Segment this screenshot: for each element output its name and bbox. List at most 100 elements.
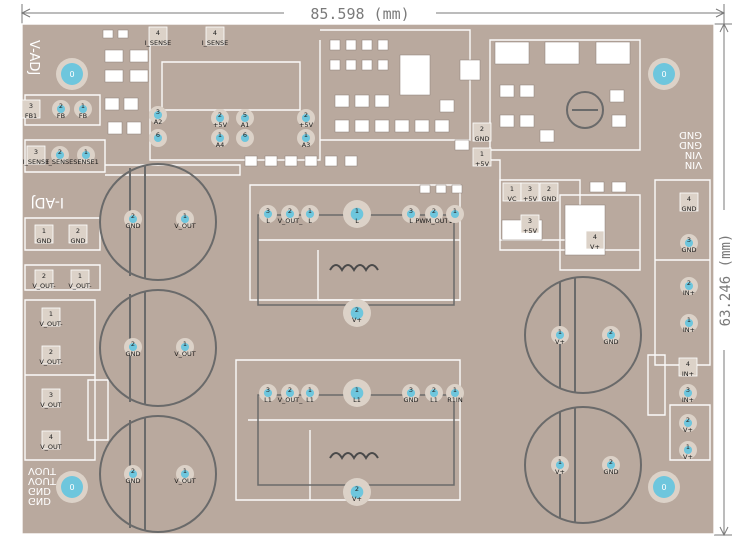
mount-hole-top-right: 0 — [648, 58, 680, 90]
pcb-pad: 1L — [301, 205, 319, 225]
pad-shape — [41, 345, 61, 365]
pad-number: 3 — [34, 148, 38, 156]
pcb-pad: 5A1 — [236, 109, 254, 129]
pcb-pad: 1A3 — [297, 129, 315, 149]
pad-drill — [153, 110, 163, 120]
pad-drill — [684, 238, 694, 248]
pad-shape — [41, 388, 61, 408]
pad-number: 2 — [609, 458, 613, 466]
svg-text:0: 0 — [69, 70, 74, 79]
pad-number: 5 — [243, 111, 247, 119]
pad-number: 1 — [218, 131, 222, 139]
pad-number: 1 — [687, 316, 691, 324]
pcb-pad: 2I_SENSE — [47, 146, 74, 166]
pad-shape — [34, 269, 54, 289]
pad-shape — [472, 122, 492, 142]
v-adj-label: V-ADJ — [26, 40, 41, 75]
pad-label: GND — [404, 396, 419, 404]
pad-label: +5V — [523, 195, 538, 203]
pad-number: 2 — [131, 212, 135, 220]
pad-number: 1 — [558, 458, 562, 466]
pad-number: 1 — [453, 207, 457, 215]
pad-drill — [81, 150, 91, 160]
pad-drill — [263, 388, 273, 398]
pad-drill — [429, 388, 439, 398]
pcb-pad: 2V_OUT- — [39, 345, 63, 366]
pad-number: 6 — [243, 131, 247, 139]
pad-drill — [684, 281, 694, 291]
pad-number: 2 — [547, 185, 551, 193]
pad-label: V_OUT_ — [278, 396, 304, 404]
trim-pot — [566, 91, 604, 129]
gnd-label-2: GND — [28, 495, 51, 506]
pad-label: +5V — [523, 227, 538, 235]
pad-label: V_OUT- — [32, 282, 56, 290]
pad-label: I_SENSE — [23, 158, 50, 166]
pad-label: V+ — [683, 426, 693, 434]
width-dimension-bg — [284, 3, 436, 23]
pad-number: 3 — [686, 386, 690, 394]
pad-shape — [68, 224, 88, 244]
pad-drill — [555, 460, 565, 470]
pad-number: 1 — [510, 185, 514, 193]
pad-label: L1 — [306, 396, 314, 404]
pad-number: 3 — [156, 108, 160, 116]
pcb-pad: 4IN+ — [678, 357, 698, 378]
pad-label: IN+ — [683, 326, 695, 334]
pcb-pad: 2+5V — [211, 109, 229, 129]
pad-label: V_OUT — [40, 401, 62, 409]
pad-label: IN+ — [682, 396, 694, 404]
pcb-pad: 1 — [446, 205, 464, 223]
pad-label: FB1 — [25, 112, 37, 120]
pad-number: 2 — [355, 485, 359, 493]
pad-label: L1 — [264, 396, 272, 404]
pad-number: 2 — [218, 111, 222, 119]
pad-drill — [450, 209, 460, 219]
pad-layer: 3FB12FB1FB3I_SENSE2I_SENSE1SENSE14I_SENS… — [21, 26, 699, 506]
pcb-pad: 3L1 — [259, 384, 277, 404]
pcb-pad: 1V_OUT — [174, 338, 196, 358]
pad-label: GND — [71, 237, 86, 245]
pcb-pad: 2V+ — [679, 414, 697, 434]
pad-label: I_SENSE — [47, 158, 74, 166]
pad-number: 3 — [266, 386, 270, 394]
pad-label: L — [409, 217, 413, 225]
pad-shape — [41, 430, 61, 450]
pad-number: 2 — [304, 111, 308, 119]
pcb-pad: 3L — [402, 205, 420, 225]
pad-number: 1 — [183, 340, 187, 348]
pad-shape — [148, 26, 168, 46]
pad-label: V_OUT- — [68, 282, 92, 290]
pad-number: 2 — [480, 125, 484, 133]
pad-drill — [606, 330, 616, 340]
pad-drill — [305, 388, 315, 398]
pad-number: 6 — [156, 131, 160, 139]
pcb-pad: 3+5V — [520, 182, 540, 203]
pad-number: 3 — [528, 217, 532, 225]
pad-label: A4 — [216, 141, 225, 149]
pcb-pad: 3V_OUT — [40, 388, 62, 409]
pcb-pad: 4V_OUT — [40, 430, 62, 451]
pad-label: V_OUT_ — [278, 217, 304, 225]
mount-hole-group: 0 0 0 0 — [56, 58, 680, 503]
pad-shape — [34, 224, 54, 244]
pcb-pad: 2L1 — [425, 384, 443, 404]
capacitor-c3 — [99, 415, 217, 533]
pad-label: SENSE1 — [73, 158, 98, 166]
pad-label: GND — [542, 195, 557, 203]
pcb-pad: 1VC — [502, 182, 522, 203]
pad-number: 2 — [58, 148, 62, 156]
pad-label: GND — [37, 237, 52, 245]
pad-drill — [350, 485, 364, 499]
pad-label: GND — [126, 477, 141, 485]
pad-label: +5V — [213, 121, 228, 129]
pad-label: L1 — [430, 396, 438, 404]
pad-drill — [153, 133, 163, 143]
pad-number: 2 — [432, 386, 436, 394]
pcb-pad: 1FB — [74, 100, 92, 120]
pad-drill — [240, 113, 250, 123]
pcb-pad: 1L1 — [301, 384, 319, 404]
